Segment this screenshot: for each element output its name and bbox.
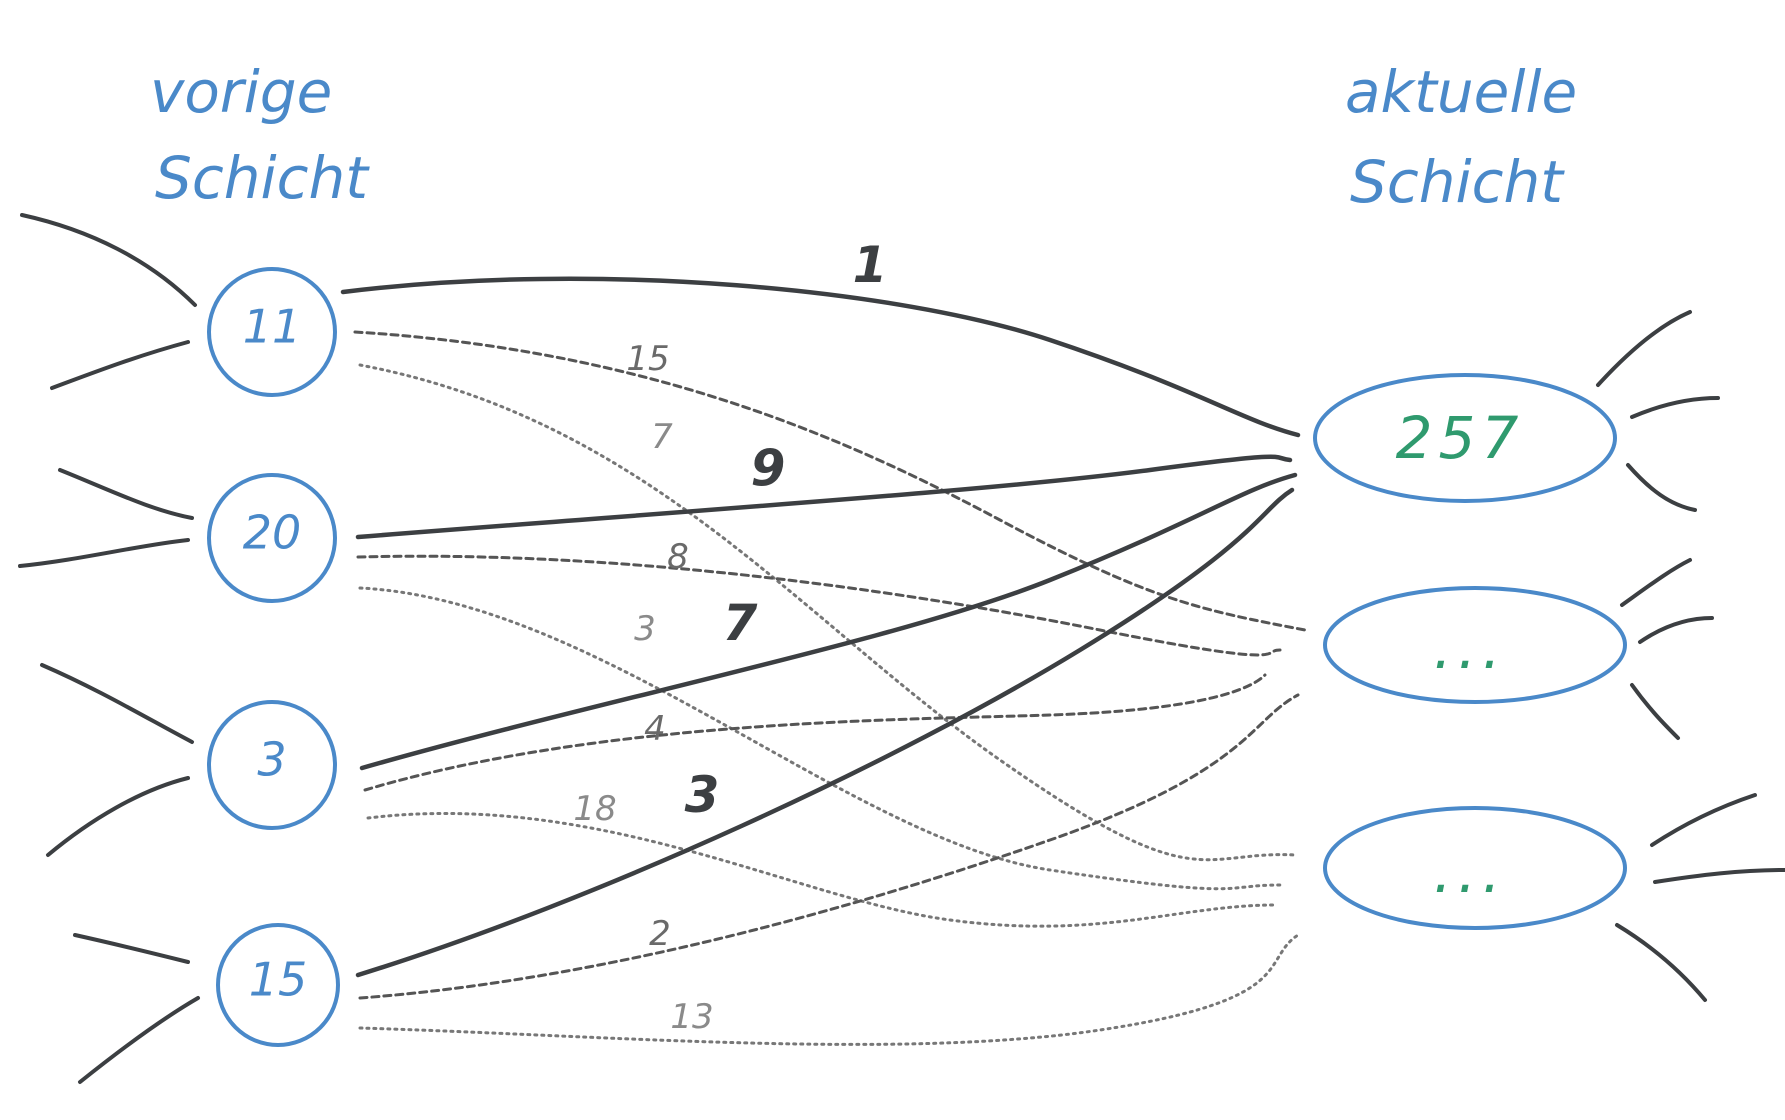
weight-20-to-second: 8 <box>667 537 689 577</box>
outgoing-stub-line <box>1596 310 1692 387</box>
input-node-15: 15 <box>216 923 340 1047</box>
edge-11-to-third <box>358 363 1297 862</box>
previous-layer-label: vorige Schicht <box>150 58 370 212</box>
input-node-value: 3 <box>257 733 286 787</box>
incoming-stub-line <box>58 468 194 520</box>
input-node-11: 11 <box>207 267 337 397</box>
weight-3-to-third: 18 <box>573 789 616 829</box>
current-layer-label-line2: Schicht <box>1350 148 1565 216</box>
edge-11-to-second <box>353 330 1307 632</box>
edge-15-to-third <box>358 933 1300 1046</box>
output-node-value: ... <box>1433 614 1506 682</box>
weight-20-to-third: 3 <box>634 609 656 649</box>
output-node-value: 257 <box>1396 404 1525 472</box>
output-node-outline <box>1313 373 1617 503</box>
edge-20-to-third <box>358 586 1282 891</box>
weight-11-to-second: 15 <box>626 339 669 379</box>
outgoing-stub-line <box>1653 868 1785 884</box>
input-stub-lines <box>18 213 200 1084</box>
output-node-outline <box>1323 586 1627 704</box>
edge-3-to-third <box>366 811 1277 928</box>
edge-20-to-second <box>356 554 1282 657</box>
weight-15-to-257: 3 <box>685 766 720 824</box>
input-node-outline <box>207 267 337 397</box>
edges-to-output-257 <box>340 276 1301 978</box>
incoming-stub-line <box>18 538 190 568</box>
outgoing-stub-line <box>1638 616 1714 644</box>
weight-11-to-257: 1 <box>853 236 888 294</box>
previous-layer-label-line2: Schicht <box>155 144 370 212</box>
output-node-outline <box>1323 806 1627 930</box>
edge-15-to-257 <box>355 487 1295 978</box>
weight-3-to-257: 7 <box>723 594 758 652</box>
incoming-stub-line <box>78 996 200 1084</box>
input-node-outline <box>207 473 337 603</box>
input-node-outline <box>207 700 337 830</box>
input-node-outline <box>216 923 340 1047</box>
edge-20-to-257 <box>355 454 1293 540</box>
incoming-stub-line <box>73 933 190 964</box>
edge-3-to-257 <box>359 472 1298 771</box>
incoming-stub-line <box>40 663 194 744</box>
input-node-20: 20 <box>207 473 337 603</box>
edges-to-second-output <box>353 330 1307 1000</box>
weight-20-to-257: 9 <box>751 439 786 497</box>
outgoing-stub-line <box>1620 558 1692 607</box>
output-node-second: ... <box>1323 586 1627 704</box>
input-node-value: 11 <box>243 300 302 354</box>
input-node-value: 20 <box>243 506 302 560</box>
incoming-stub-line <box>46 776 190 857</box>
outgoing-stub-line <box>1630 396 1720 419</box>
outgoing-stub-line <box>1626 463 1697 512</box>
weight-15-to-second: 2 <box>649 914 671 954</box>
weight-15-to-third: 13 <box>670 997 713 1037</box>
outgoing-stub-line <box>1615 923 1707 1002</box>
output-node-third: ... <box>1323 806 1627 930</box>
edges-to-third-output <box>358 363 1300 1046</box>
previous-layer-label-line1: vorige <box>150 58 332 126</box>
input-node-value: 15 <box>249 953 308 1007</box>
current-layer-label-line1: aktuelle <box>1345 58 1577 126</box>
input-node-3: 3 <box>207 700 337 830</box>
output-node-value: ... <box>1433 838 1506 906</box>
outgoing-stub-line <box>1630 683 1680 740</box>
weight-11-to-third: 7 <box>651 417 673 457</box>
current-layer-label: aktuelle Schicht <box>1345 58 1577 216</box>
incoming-stub-line <box>50 340 190 390</box>
outgoing-stub-line <box>1650 793 1757 847</box>
incoming-stub-line <box>20 213 197 307</box>
output-node-257: 257 <box>1313 373 1617 503</box>
weight-3-to-second: 4 <box>644 709 666 749</box>
edge-11-to-257 <box>340 276 1301 438</box>
edge-15-to-second <box>358 693 1300 1000</box>
output-stub-lines <box>1596 310 1785 1002</box>
